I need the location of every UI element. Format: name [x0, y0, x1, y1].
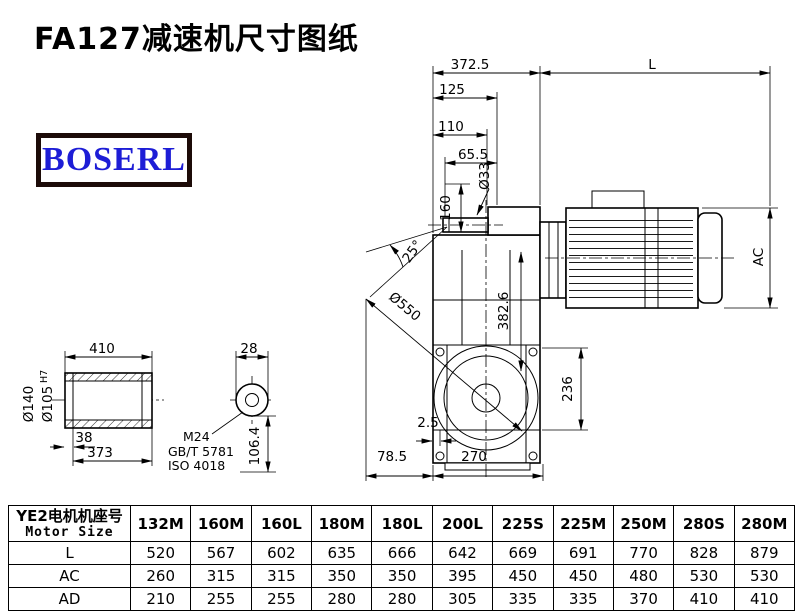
frame-size-header: 280M [733, 505, 796, 542]
dimension-value: 280 [371, 587, 433, 611]
dimension-value: 530 [673, 564, 735, 588]
frame-size-header: 200L [431, 505, 494, 542]
dim-372-5: 372.5 [451, 57, 490, 73]
bolt-detail: 28 M24 GB/T 5781 ISO 4018 106.4 [168, 341, 276, 473]
motor [539, 190, 723, 309]
dimension-value: 315 [250, 564, 313, 588]
dimension-value: 635 [311, 541, 373, 565]
dim-diameter-105: Ø105 [40, 386, 56, 422]
dimension-value: 602 [250, 541, 313, 565]
dimension-value: 255 [190, 587, 252, 611]
dimension-value: 315 [190, 564, 252, 588]
row-label: L [8, 541, 131, 565]
dimension-value: 691 [552, 541, 614, 565]
dim-382-6: 382.6 [496, 292, 512, 331]
frame-size-header: 280S [673, 505, 735, 542]
frame-size-header: 160L [250, 505, 313, 542]
dim-65-5: 65.5 [458, 147, 488, 163]
motor-fins [569, 214, 693, 302]
dim-125: 125 [439, 82, 465, 98]
dimension-value: 567 [190, 541, 252, 565]
dim-78-5: 78.5 [377, 449, 407, 465]
dim-angle-25: 25° [399, 237, 426, 266]
dimension-value: 410 [733, 587, 796, 611]
dimension-value: 305 [431, 587, 494, 611]
frame-size-header: 250M [612, 505, 675, 542]
dimension-value: 210 [129, 587, 192, 611]
row-label: AC [8, 564, 131, 588]
dimension-value: 450 [552, 564, 614, 588]
dim-38: 38 [75, 430, 92, 446]
dim-410: 410 [89, 341, 115, 357]
bolt-size-note: M24 [183, 429, 210, 444]
frame-size-header: 160M [190, 505, 252, 542]
dimension-value: 370 [612, 587, 675, 611]
boserl-logo-text: BOSERL [42, 141, 186, 178]
dimension-value: 350 [371, 564, 433, 588]
dimension-value: 879 [733, 541, 796, 565]
dimension-value: 450 [492, 564, 554, 588]
dimension-value: 260 [129, 564, 192, 588]
frame-size-header: 180M [311, 505, 373, 542]
dim-236: 236 [560, 376, 576, 402]
dimension-drawing: 372.5 L 125 110 65.5 Ø33 160 25° Ø550 38… [21, 57, 778, 481]
dimension-value: 642 [431, 541, 494, 565]
frame-size-header: 225S [492, 505, 554, 542]
row-label: AD [8, 587, 131, 611]
dimension-value: 280 [311, 587, 373, 611]
dim-106-4: 106.4 [247, 427, 263, 466]
dim-28: 28 [240, 341, 257, 357]
hollow-shaft-detail: 410 Ø140 Ø105 H7 38 373 [21, 341, 153, 466]
page-title: FA127减速机尺寸图纸 [34, 22, 359, 57]
dim-373: 373 [87, 445, 113, 461]
dim-110: 110 [438, 119, 464, 135]
terminal-box [591, 190, 645, 209]
boserl-logo: BOSERL [36, 133, 192, 187]
dimension-value: 350 [311, 564, 373, 588]
dimension-value: 480 [612, 564, 675, 588]
dim-diameter-550: Ø550 [385, 289, 423, 325]
dimension-value: 335 [552, 587, 614, 611]
dimension-value: 669 [492, 541, 554, 565]
dim-diameter-33: Ø33 [477, 162, 493, 190]
frame-size-header: 132M [129, 505, 192, 542]
frame-size-header: 180L [371, 505, 433, 542]
dim-160: 160 [438, 195, 454, 221]
dim-diameter-140: Ø140 [21, 386, 37, 422]
dimension-value: 395 [431, 564, 494, 588]
dim-L: L [648, 57, 656, 73]
dimension-value: 520 [129, 541, 192, 565]
dim-2-5: 2.5 [417, 415, 438, 431]
dimension-value: 828 [673, 541, 735, 565]
dimension-value: 255 [250, 587, 313, 611]
dimension-value: 666 [371, 541, 433, 565]
dimension-value: 530 [733, 564, 796, 588]
gearbox-housing [432, 206, 541, 471]
dimension-value: 410 [673, 587, 735, 611]
dimension-value: 335 [492, 587, 554, 611]
dim-AC: AC [751, 248, 767, 266]
bolt-standard-iso: ISO 4018 [168, 458, 225, 473]
dim-105-tolerance: H7 [39, 370, 50, 383]
dim-270: 270 [461, 449, 487, 465]
dimension-value: 770 [612, 541, 675, 565]
bolt-standard-gbt: GB/T 5781 [168, 444, 234, 459]
frame-size-header: 225M [552, 505, 614, 542]
